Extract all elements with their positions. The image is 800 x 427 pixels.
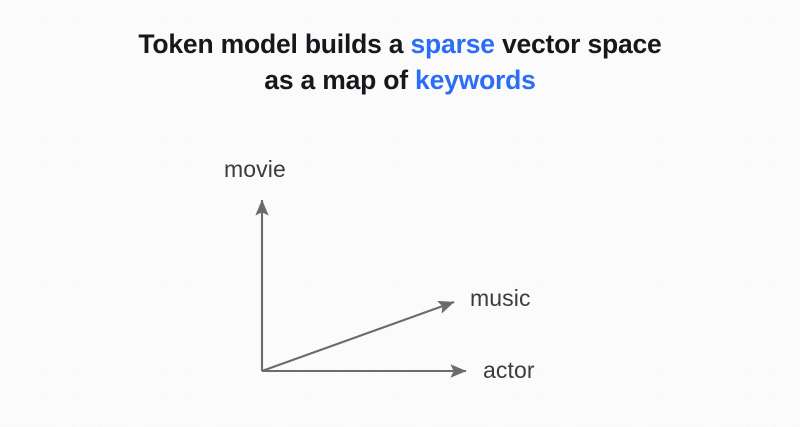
title-line-1: Token model builds a sparse vector space — [0, 26, 800, 62]
title-highlight-keywords: keywords — [415, 65, 536, 95]
title-line-2: as a map of keywords — [0, 62, 800, 98]
page-title: Token model builds a sparse vector space… — [0, 26, 800, 98]
axis-label-music: music — [470, 285, 531, 311]
title-line-1-segment-1: Token model builds a — [138, 29, 411, 59]
title-line-2-segment-1: as a map of — [264, 65, 416, 95]
axis-label-movie: movie — [224, 156, 286, 182]
axis-line-music — [261, 300, 455, 372]
axis-label-actor: actor — [483, 357, 535, 383]
title-line-1-segment-3: vector space — [494, 29, 662, 59]
title-highlight-sparse: sparse — [410, 29, 495, 59]
